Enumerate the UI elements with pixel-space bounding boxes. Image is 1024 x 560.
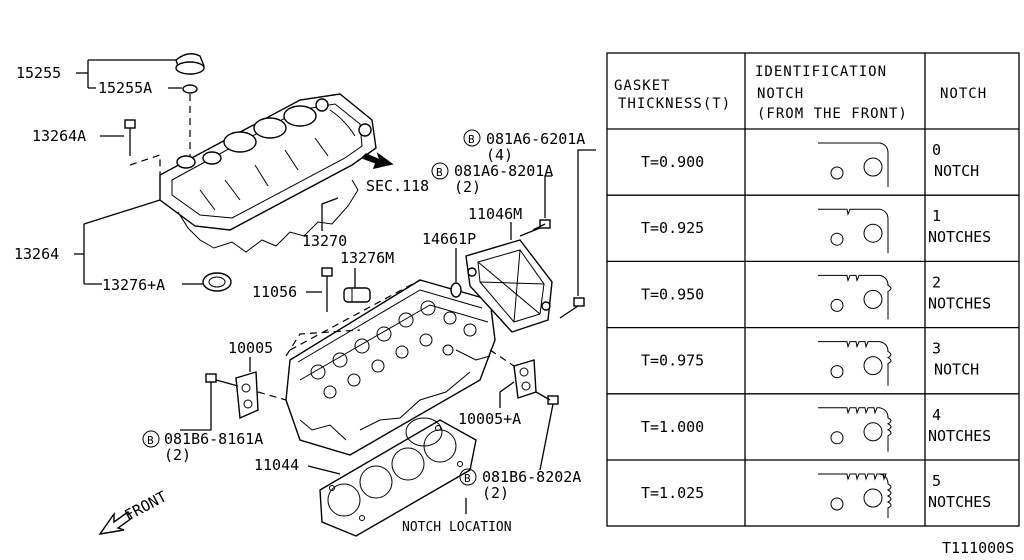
bolt-symbol-1	[463, 129, 481, 147]
bolt-symbol-3	[142, 430, 160, 448]
plug-13276m	[343, 287, 371, 303]
label-b4-qty: (2)	[482, 484, 509, 502]
bolt-symbol-3-text: B	[147, 434, 154, 447]
row-notch-word: NOTCHES	[928, 427, 991, 445]
bolt-11056	[321, 267, 333, 312]
front-arrow	[98, 511, 133, 535]
bolt-081b6-8202a	[535, 391, 559, 471]
label-11056: 11056	[252, 283, 297, 301]
gasket-10005a	[513, 359, 537, 399]
exploded-view	[74, 53, 596, 537]
label-13264: 13264	[14, 245, 59, 263]
header-notch-sub: NOTCH	[757, 86, 804, 102]
row-thickness: T=1.025	[641, 484, 704, 502]
gasket-10005	[235, 371, 259, 420]
row-thickness: T=0.925	[641, 219, 704, 237]
header-notch: NOTCH	[940, 86, 987, 102]
bolt-081a6-6201a	[559, 297, 585, 319]
oil-seal	[202, 272, 232, 292]
label-13264a: 13264A	[32, 127, 86, 145]
label-b1-code: 081A6-6201A	[486, 130, 585, 148]
bolt-symbol-4-text: B	[464, 472, 471, 485]
notch-illustration	[818, 142, 889, 187]
bolt-symbol-1-text: B	[468, 133, 475, 146]
label-b1-qty: (4)	[486, 146, 513, 164]
label-15255a: 15255A	[98, 79, 152, 97]
label-13276a: 13276+A	[102, 276, 165, 294]
header-gasket: GASKET	[614, 78, 671, 94]
row-notch-count: 1	[932, 207, 941, 225]
sec118-arrow	[360, 152, 394, 169]
notch-illustration	[818, 473, 892, 518]
label-13270: 13270	[302, 232, 347, 250]
rocker-cover-gasket	[177, 179, 359, 253]
notch-illustration	[818, 407, 892, 452]
label-11044: 11044	[254, 456, 299, 474]
label-b4-code: 081B6-8202A	[482, 468, 581, 486]
label-b3-code: 081B6-8161A	[164, 430, 263, 448]
gasket-thickness-table: GASKET THICKNESS(T) IDENTIFICATION NOTCH…	[606, 52, 1020, 527]
part-labels: 15255 15255A 13264A 13264 13276+A 13270 …	[14, 64, 585, 535]
bolt-13264a	[124, 119, 136, 156]
row-thickness: T=0.900	[641, 153, 704, 171]
bolt-symbol-2-text: B	[436, 166, 443, 179]
label-14661p: 14661P	[422, 230, 476, 248]
row-notch-word: NOTCHES	[928, 493, 991, 511]
row-notch-word: NOTCH	[934, 162, 979, 180]
rear-cover-plate	[465, 239, 553, 333]
notch-illustration	[818, 274, 892, 320]
diagram-code: T111000S	[942, 539, 1014, 557]
label-notch-location: NOTCH LOCATION	[402, 520, 512, 535]
notch-illustration	[818, 341, 892, 386]
label-sec118: SEC.118	[366, 177, 429, 195]
label-front: FRONT	[121, 487, 169, 524]
cylinder-head	[285, 279, 496, 456]
gasket-14661p	[450, 282, 462, 298]
row-notch-word: NOTCHES	[928, 228, 991, 246]
label-10005: 10005	[228, 339, 273, 357]
row-notch-count: 3	[932, 340, 941, 358]
row-notch-word: NOTCHES	[928, 294, 991, 312]
row-notch-count: 4	[932, 406, 941, 424]
bolt-081a6-8201a	[519, 219, 551, 237]
label-b2-qty: (2)	[454, 178, 481, 196]
header-thickness: THICKNESS(T)	[618, 96, 731, 112]
label-b2-code: 081A6-8201A	[454, 162, 553, 180]
label-13276m: 13276M	[340, 249, 394, 267]
header-identification: IDENTIFICATION	[755, 64, 887, 80]
row-thickness: T=1.000	[641, 418, 704, 436]
notch-location-circle	[405, 417, 443, 447]
row-thickness: T=0.975	[641, 352, 704, 370]
label-b3-qty: (2)	[164, 446, 191, 464]
row-thickness: T=0.950	[641, 285, 704, 303]
row-notch-count: 5	[932, 472, 941, 490]
bolt-symbol-2	[431, 162, 449, 180]
bolt-symbol-4	[459, 468, 477, 486]
header-from-front: (FROM THE FRONT)	[757, 106, 908, 122]
label-11046m: 11046M	[468, 205, 522, 223]
row-notch-count: 0	[932, 141, 941, 159]
label-10005a: 10005+A	[458, 410, 521, 428]
row-notch-word: NOTCH	[934, 361, 979, 379]
row-notch-count: 2	[932, 273, 941, 291]
oil-filler-cap	[175, 53, 205, 94]
notch-illustration	[818, 208, 889, 254]
rocker-cover	[159, 93, 377, 231]
label-15255: 15255	[16, 64, 61, 82]
